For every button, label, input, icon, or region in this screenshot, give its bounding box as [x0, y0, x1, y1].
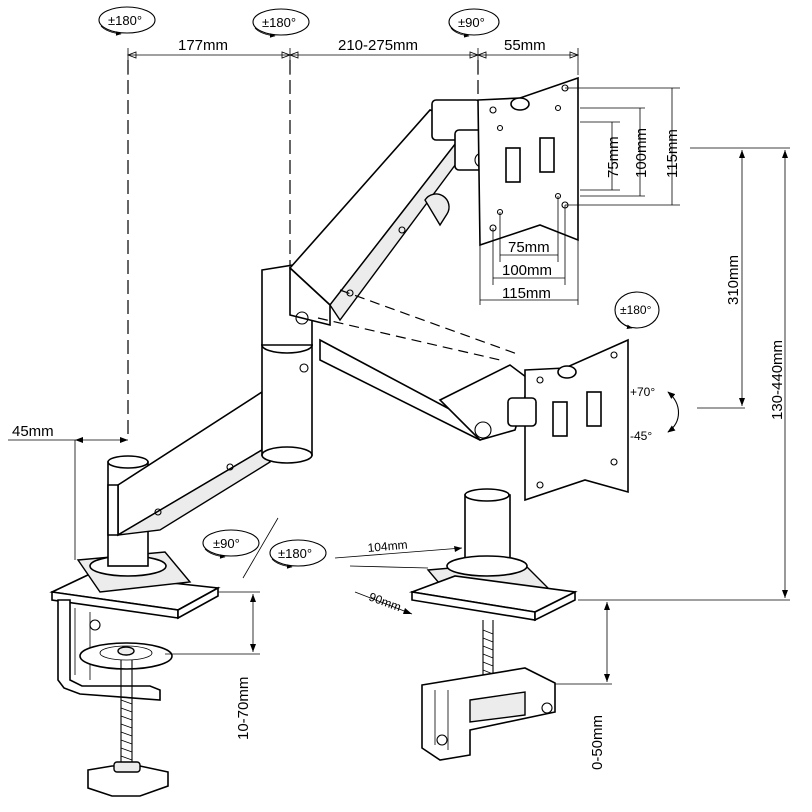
rotation-badge-5: ±90° [202, 529, 260, 559]
rotation-badge-3: ±90° [448, 8, 500, 38]
dim-0-50: 0-50mm [589, 715, 606, 770]
dim-45-lines [8, 437, 128, 560]
vesa-vertical-dims [565, 87, 680, 206]
vesa-v115: 115mm [664, 129, 681, 178]
angle-divider-line [242, 517, 279, 579]
vesa-v100: 100mm [633, 128, 650, 178]
dim-55: 55mm [504, 37, 546, 54]
vesa-plate-upper [477, 76, 579, 247]
vesa-h115: 115mm [502, 285, 551, 302]
rotation-badge-4: ±180° [614, 291, 660, 330]
rotation-badge-1: ±180° [98, 6, 156, 36]
vesa-horizontal-dims [479, 196, 579, 305]
dim-10-70: 10-70mm [235, 677, 252, 740]
dim-177: 177mm [178, 37, 228, 54]
dim-310: 310mm [725, 255, 742, 305]
dim-0-50-lines [555, 602, 612, 685]
vesa-plate-lower [507, 338, 629, 502]
rotation-label-5: ±90° [213, 536, 240, 551]
rotation-label-1: ±180° [108, 13, 142, 28]
upper-arm-lowered [317, 289, 537, 441]
rotation-label-3: ±90° [458, 15, 485, 30]
left-clamp-assembly [49, 455, 221, 797]
rotation-label-2: ±180° [262, 15, 296, 30]
rotation-label-6: ±180° [278, 546, 312, 561]
dim-104: 104mm [367, 538, 408, 555]
tilt-up-label: +70° [630, 385, 655, 399]
dim-130-440: 130-440mm [769, 340, 786, 420]
vesa-v75: 75mm [605, 136, 622, 178]
rotation-label-4: ±180° [620, 303, 652, 317]
tilt-down-label: -45° [630, 429, 652, 443]
dim-210-275: 210-275mm [338, 37, 418, 54]
rotation-badge-2: ±180° [252, 8, 310, 38]
vesa-h100: 100mm [502, 262, 552, 279]
upper-arm-raised [288, 99, 490, 327]
vesa-h75: 75mm [508, 239, 550, 256]
tilt-arrow [667, 391, 680, 433]
rotation-badge-6: ±180° [269, 539, 327, 569]
right-clamp-assembly [408, 488, 578, 761]
base-footprint-dims [334, 546, 463, 615]
dim-45: 45mm [12, 423, 54, 440]
top-dimension-line [126, 48, 580, 75]
dim-90: 90mm [367, 590, 403, 615]
height-dims [578, 147, 790, 601]
dim-10-70-lines [165, 591, 260, 655]
